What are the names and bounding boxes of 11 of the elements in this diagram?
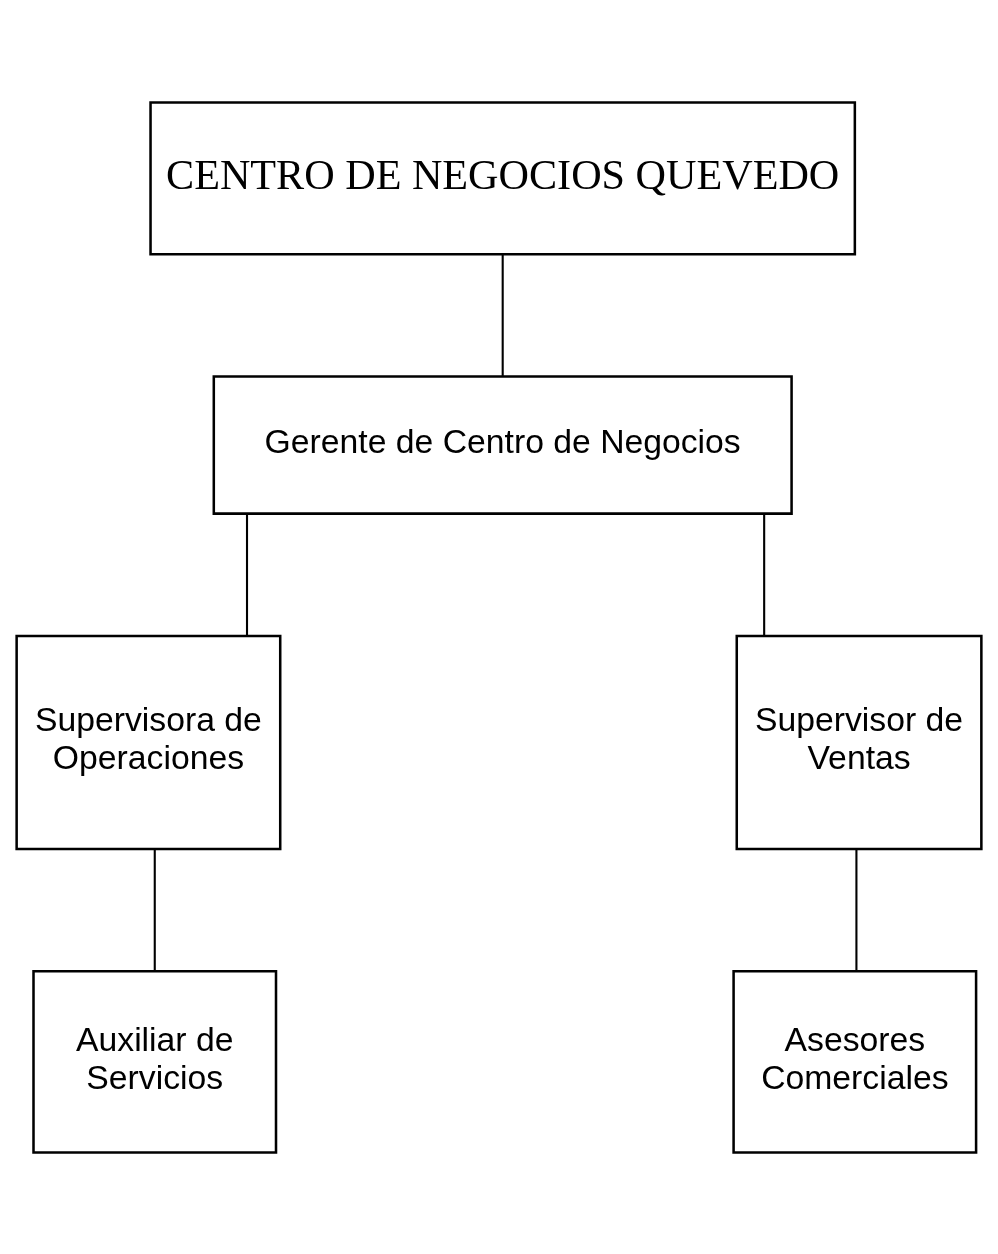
node-box: Asesores Comerciales: [732, 969, 978, 1154]
connector: [501, 254, 504, 376]
node-box: Supervisor de Ventas: [735, 634, 983, 850]
node-box: Gerente de Centro de Negocios: [212, 374, 793, 515]
connector: [763, 513, 766, 635]
connector: [153, 849, 156, 970]
node-box: Supervisora de Operaciones: [15, 634, 282, 850]
node-box: Auxiliar de Servicios: [32, 969, 278, 1154]
node-box: CENTRO DE NEGOCIOS QUEVEDO: [149, 100, 857, 256]
connector: [245, 513, 249, 635]
connector: [855, 849, 858, 970]
